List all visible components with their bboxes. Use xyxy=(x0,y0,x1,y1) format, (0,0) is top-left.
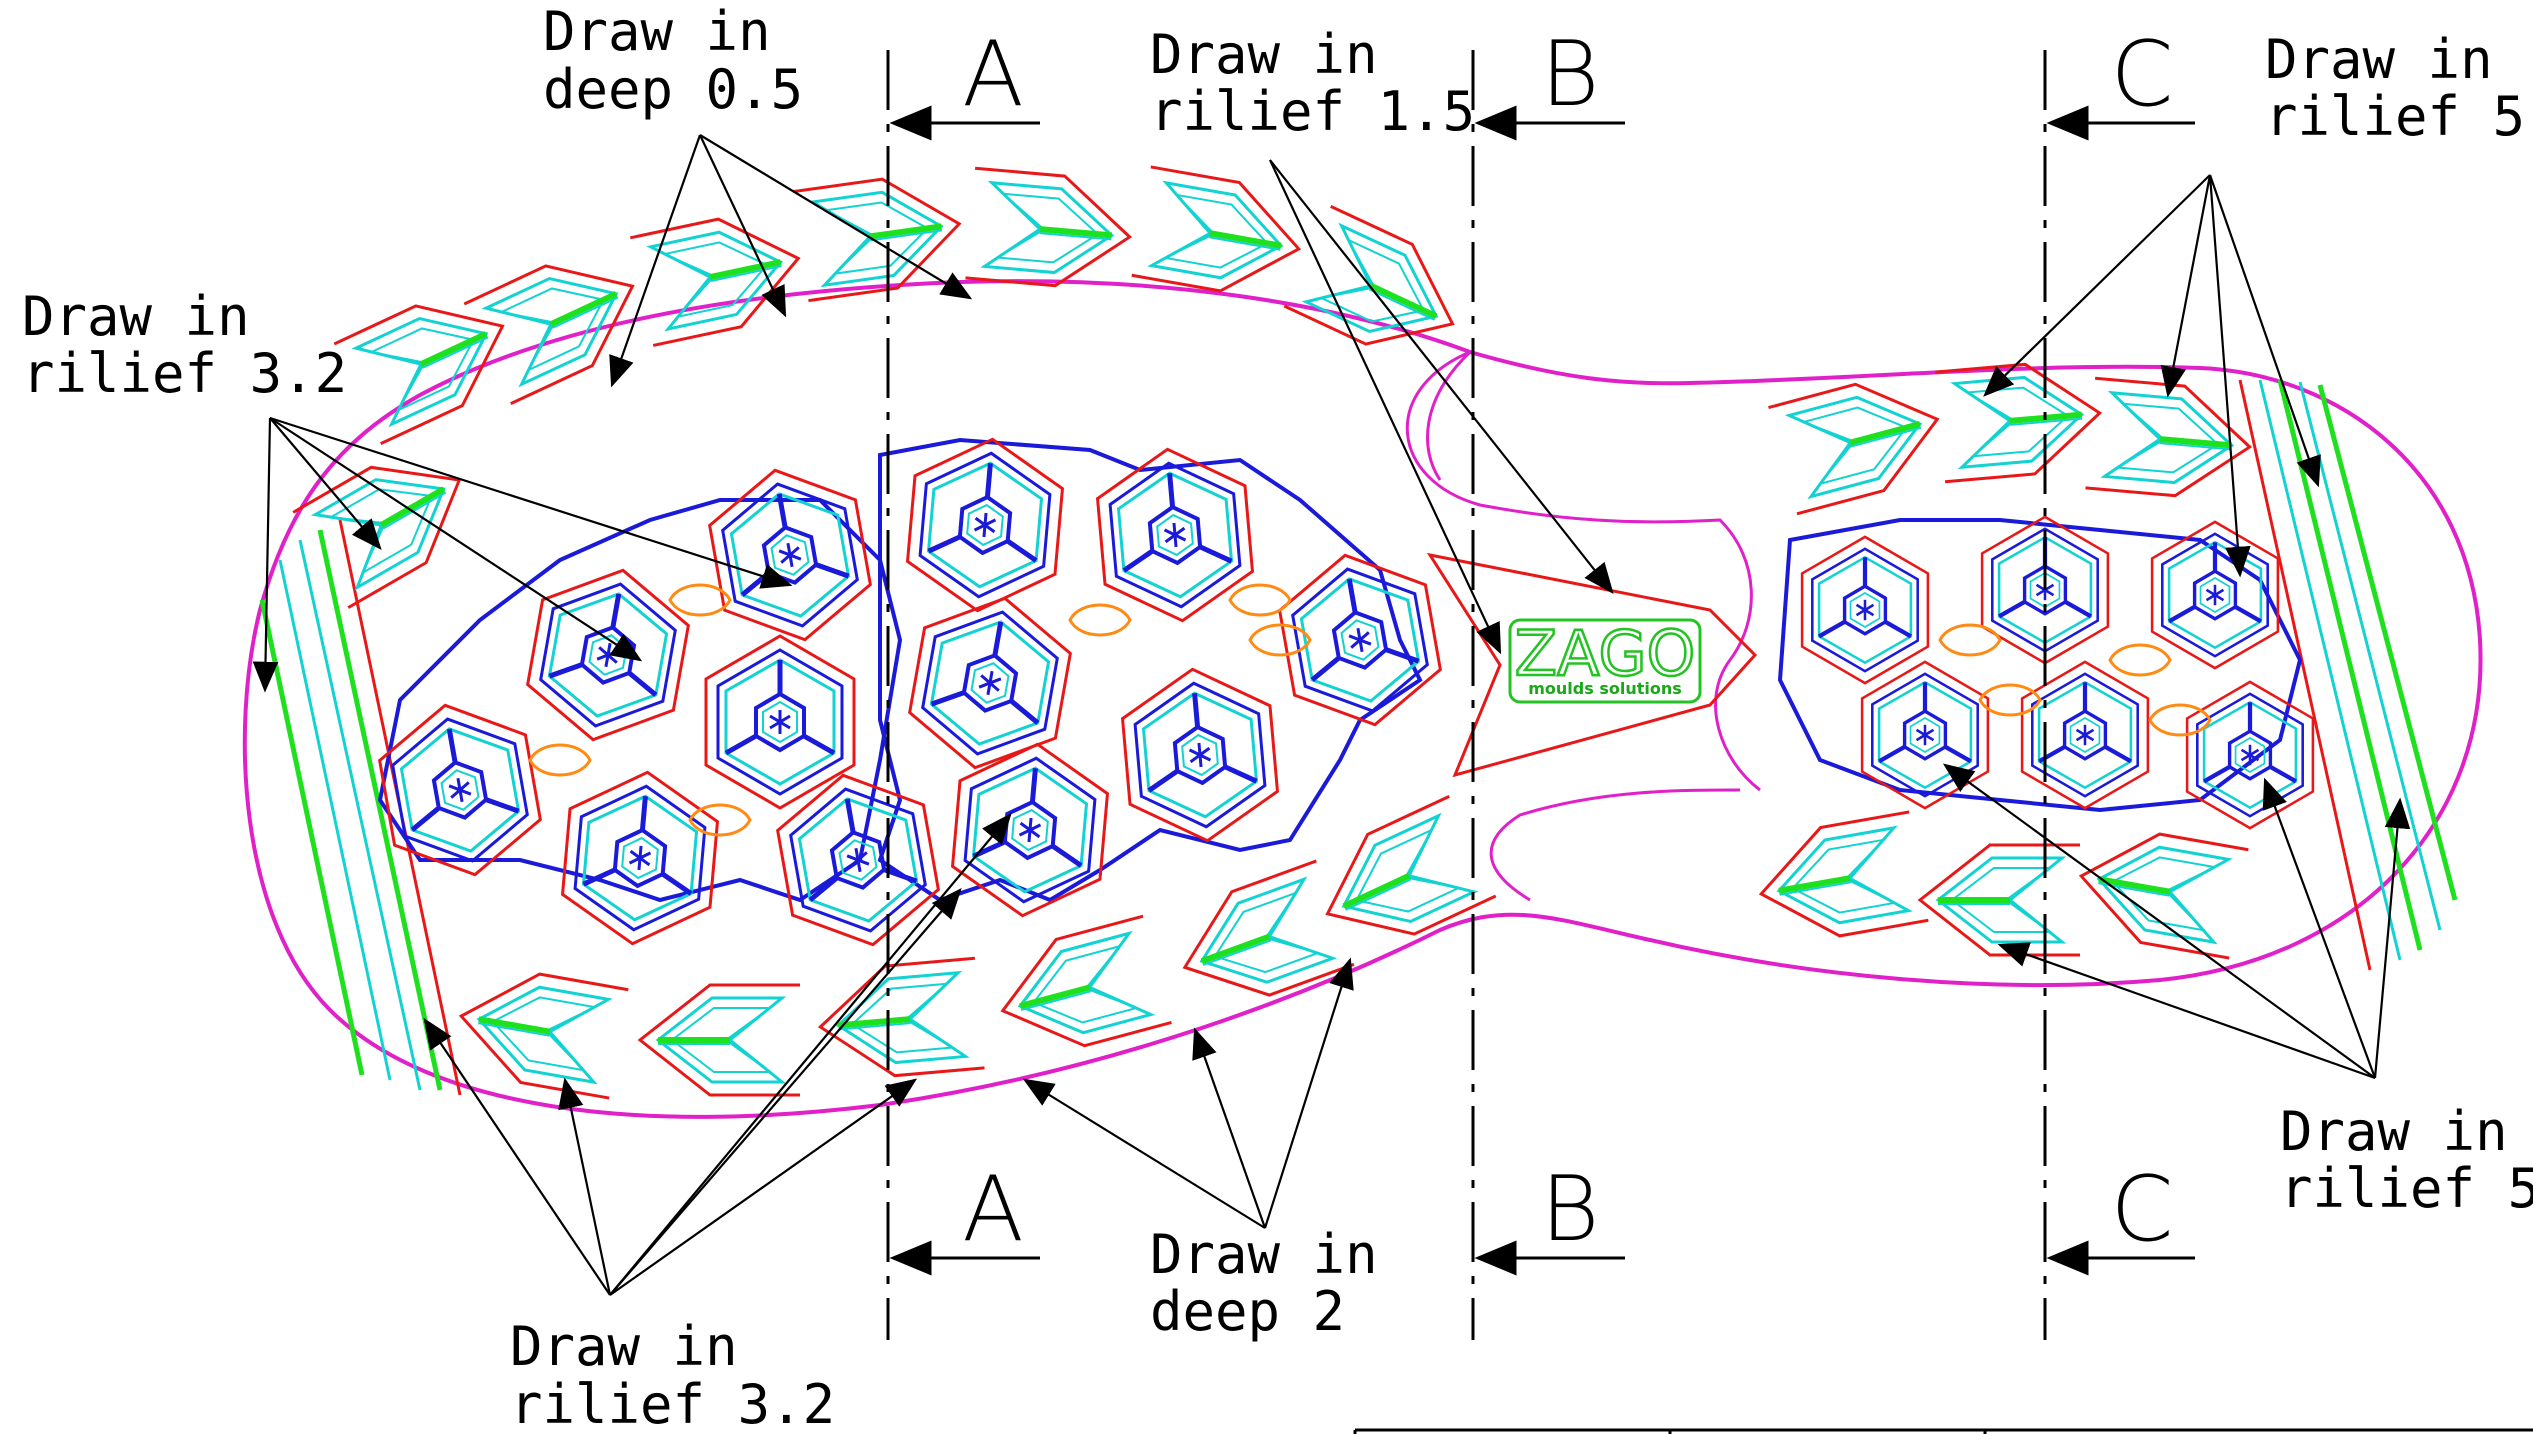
title-block xyxy=(1353,1428,2533,1434)
annotation-line-2: rilief 5.7 xyxy=(2265,85,2533,148)
heel-stripes xyxy=(259,519,462,1096)
annotation-line-2: deep 2 xyxy=(1150,1280,1345,1343)
annotation-rilief-1-5: Draw in rilief 1.5 xyxy=(1150,23,1475,143)
zago-logo: ZAGO moulds solutions xyxy=(1426,552,1758,778)
section-label-top-a: A xyxy=(962,22,1024,127)
section-label-top-b: B xyxy=(1541,22,1600,127)
annotation-rilief-3-2-left: Draw in rilief 3.2 xyxy=(22,285,347,405)
section-label-top-c: C xyxy=(2111,22,2174,127)
hex-studs xyxy=(372,433,2313,958)
annotation-line-2: rilief 1.5 xyxy=(1150,80,1475,143)
toe-stripes xyxy=(2238,379,2458,971)
annotation-line-1: Draw in xyxy=(543,0,771,63)
waist-outline xyxy=(1405,350,1761,902)
annotation-rilief-5-7: Draw in rilief 5.7 xyxy=(2265,28,2533,148)
section-arrows xyxy=(889,105,2195,1276)
annotation-deep-0-5: Draw in deep 0.5 xyxy=(543,0,803,121)
annotation-line-1: Draw in xyxy=(1150,23,1378,86)
logo-name: ZAGO xyxy=(1515,617,1696,690)
annotation-line-2: rilief 5.8 xyxy=(2280,1157,2533,1220)
section-label-bottom-b: B xyxy=(1541,1157,1600,1262)
annotation-line-1: Draw in xyxy=(2280,1100,2508,1163)
annotation-rilief-3-2-bottom: Draw in rilief 3.2 xyxy=(510,1315,835,1434)
annotation-line-2: rilief 3.2 xyxy=(22,342,347,405)
annotation-line-1: Draw in xyxy=(510,1315,738,1378)
annotation-deep-2: Draw in deep 2 xyxy=(1150,1223,1378,1343)
section-label-bottom-c: C xyxy=(2111,1157,2174,1262)
logo-tagline: moulds solutions xyxy=(1528,679,1682,698)
section-lines xyxy=(886,50,2047,1340)
annotation-line-1: Draw in xyxy=(22,285,250,348)
section-label-bottom-a: A xyxy=(962,1157,1024,1262)
annotation-line-2: deep 0.5 xyxy=(543,58,803,121)
annotation-rilief-5-8: Draw in rilief 5.8 xyxy=(2280,1100,2533,1220)
annotation-line-1: Draw in xyxy=(1150,1223,1378,1286)
annotation-line-1: Draw in xyxy=(2265,28,2493,91)
annotation-line-2: rilief 3.2 xyxy=(510,1373,835,1434)
leader-lines xyxy=(252,134,2411,1296)
chevron-treads xyxy=(293,167,2254,1098)
